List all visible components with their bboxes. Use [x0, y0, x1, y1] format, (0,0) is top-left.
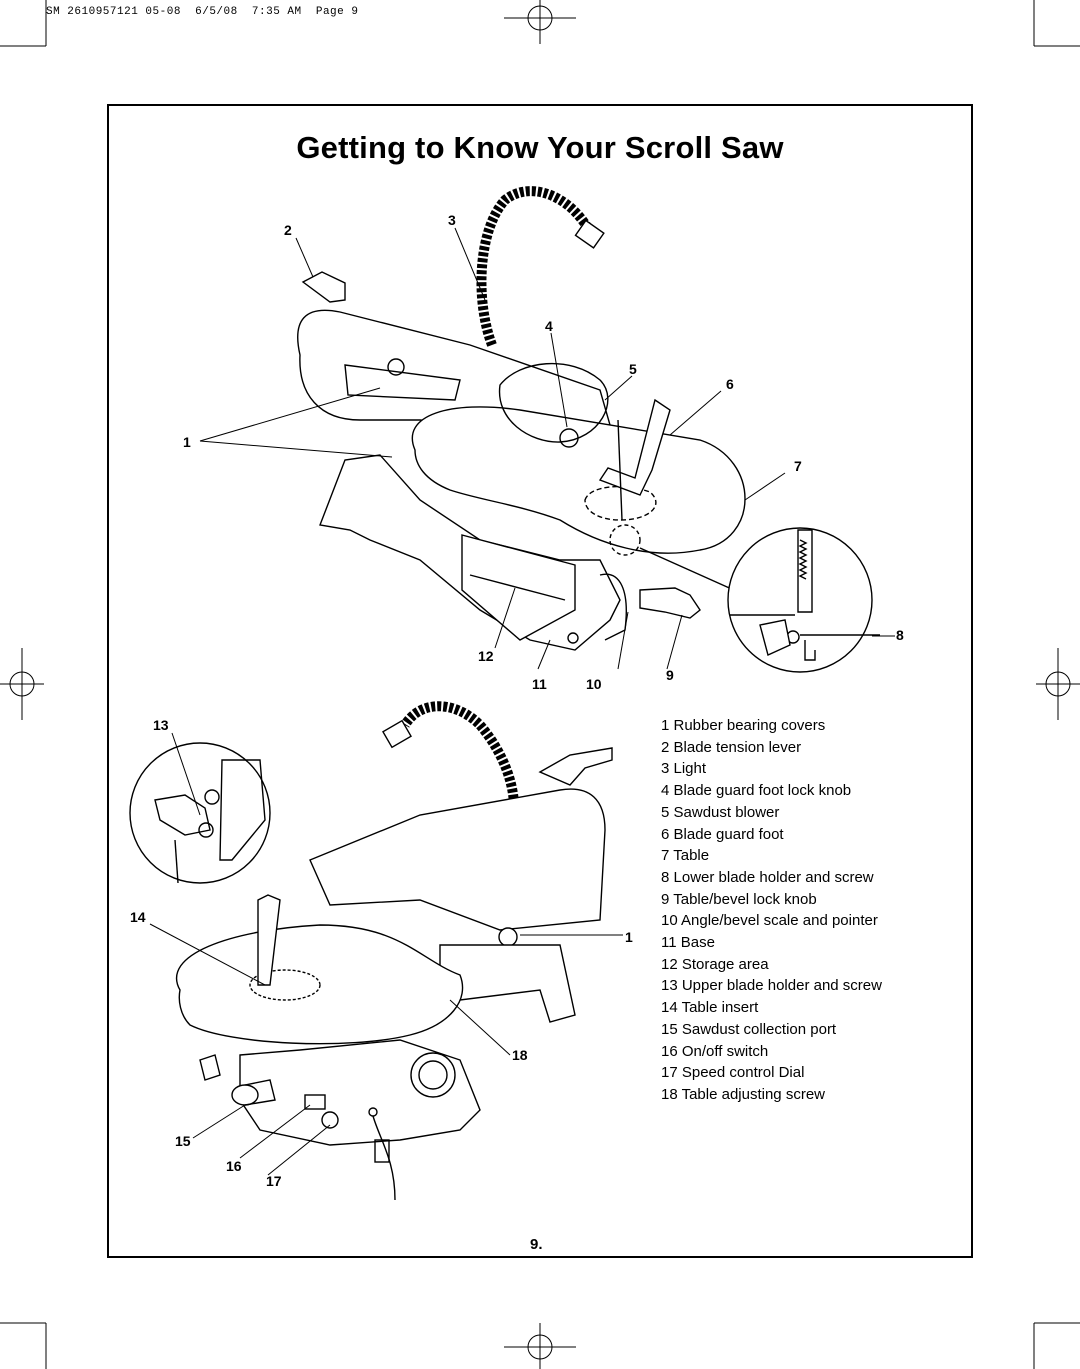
legend-item: 7 Table [661, 847, 710, 865]
callout-8: 8 [896, 627, 904, 643]
legend-item: 4 Blade guard foot lock knob [661, 782, 852, 800]
legend-item: 10 Angle/bevel scale and pointer [661, 912, 878, 930]
callout-6: 6 [726, 376, 734, 392]
legend-item: 17 Speed control Dial [661, 1064, 805, 1082]
leader-lines [149, 227, 895, 1176]
callout-12: 12 [478, 648, 494, 664]
legend-item: 8 Lower blade holder and screw [661, 868, 874, 886]
page-number: 9. [530, 1236, 543, 1253]
callout-16: 16 [226, 1158, 242, 1174]
legend-item: 18 Table adjusting screw [661, 1085, 825, 1103]
legend-item: 13 Upper blade holder and screw [661, 977, 882, 995]
detail-lower-blade-holder [727, 527, 880, 673]
legend-item: 1 Rubber bearing covers [661, 717, 826, 734]
callout-3: 3 [448, 212, 456, 228]
legend-item: 14 Table insert [661, 999, 759, 1017]
parts-legend: 1 Rubber bearing covers 2 Blade tension … [661, 715, 882, 1106]
callout-13: 13 [153, 717, 169, 733]
legend-item: 12 Storage area [661, 955, 769, 973]
legend-item: 9 Table/bevel lock knob [661, 890, 817, 908]
legend-item: 15 Sawdust collection port [661, 1020, 837, 1038]
callout-14: 14 [130, 909, 146, 925]
legend-item: 16 On/off switch [661, 1042, 769, 1060]
callout-4: 4 [545, 318, 553, 334]
legend-item: 11 Base [661, 934, 715, 952]
bottom-saw-drawing [175, 701, 613, 1201]
page-title: Getting to Know Your Scroll Saw [296, 130, 784, 165]
callout-1b: 1 [625, 929, 633, 945]
callout-11: 11 [532, 676, 547, 692]
page-frame [107, 104, 973, 1258]
print-slug-line: SM 2610957121 05-08 6/5/08 7:35 AM Page … [46, 6, 359, 18]
callout-2: 2 [284, 222, 292, 238]
legend-item: 2 Blade tension lever [661, 738, 802, 756]
legend-item: 5 Sawdust blower [661, 803, 780, 821]
top-saw-drawing [297, 186, 746, 651]
callout-18: 18 [512, 1047, 528, 1063]
callout-10: 10 [586, 676, 602, 692]
callout-17: 17 [266, 1173, 282, 1189]
callout-9: 9 [666, 667, 674, 683]
callout-15: 15 [175, 1133, 191, 1149]
callout-7: 7 [794, 458, 802, 474]
legend-item: 6 Blade guard foot [661, 825, 784, 843]
callout-1: 1 [183, 434, 191, 450]
callout-5: 5 [629, 361, 637, 377]
legend-item: 3 Light [661, 760, 707, 778]
